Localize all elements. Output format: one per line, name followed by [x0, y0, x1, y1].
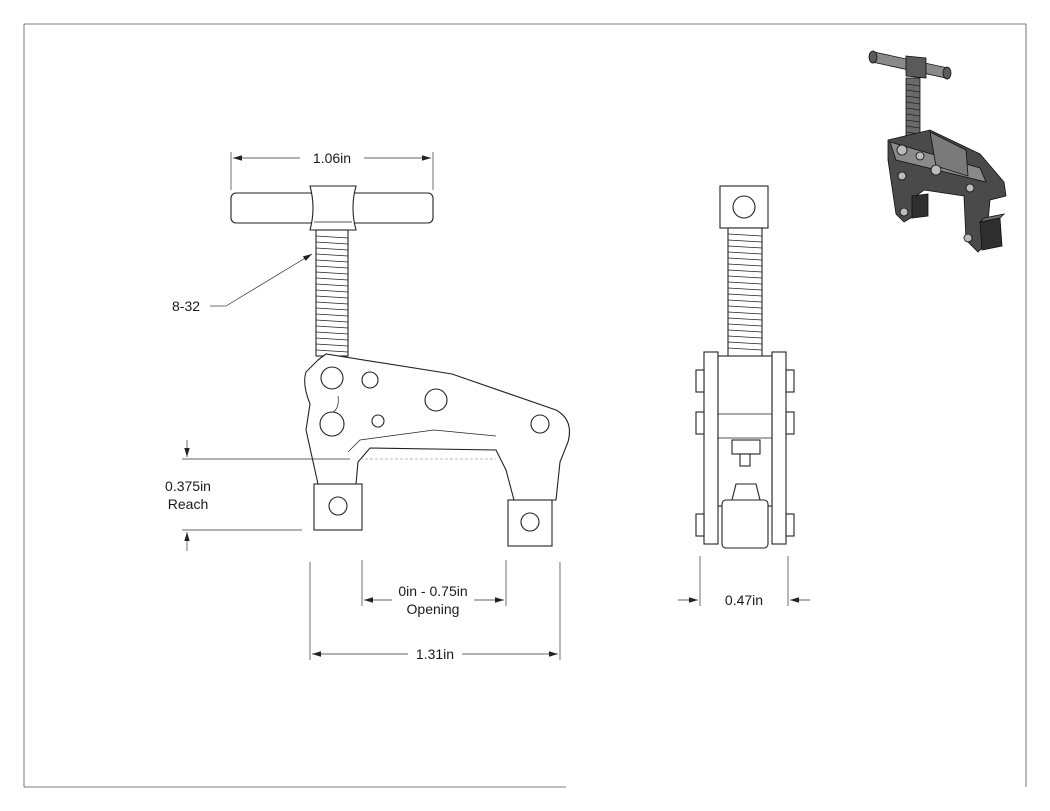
dim-thread-label: 8-32 [172, 298, 200, 314]
dim-side-thickness-label: 0.47in [725, 592, 763, 608]
dim-side-thickness: 0.47in [678, 556, 810, 608]
dim-opening-value: 0in - 0.75in [398, 583, 467, 599]
dim-reach-value: 0.375in [165, 478, 211, 494]
t-handle [230, 185, 434, 231]
dim-reach-label: Reach [168, 496, 208, 512]
dim-overall-width-label: 1.31in [416, 646, 454, 662]
side-view [695, 185, 795, 549]
dim-opening-label: Opening [407, 601, 460, 617]
dim-reach: 0.375in Reach [165, 440, 350, 551]
dim-overall-width: 1.31in [309, 562, 561, 662]
dim-handle-width: 1.06in [230, 150, 434, 190]
dim-thread: 8-32 [172, 253, 313, 314]
dim-handle-width-label: 1.06in [313, 150, 351, 166]
jaw-pads [313, 483, 553, 547]
dim-opening: 0in - 0.75in Opening [361, 560, 507, 617]
clamp-body [304, 353, 571, 501]
isometric-view [868, 50, 1007, 253]
threaded-screw [315, 229, 349, 357]
sheet-border [23, 23, 1027, 788]
front-view [230, 185, 571, 547]
